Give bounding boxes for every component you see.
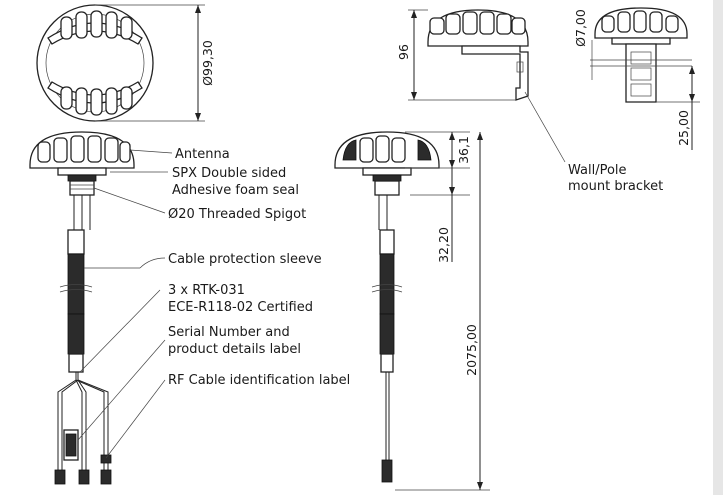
cables-label-line1: 3 x RTK-031 [168, 283, 245, 298]
dome-height-dimension: 36,1 [456, 136, 471, 164]
bracket-label-line2: mount bracket [568, 179, 663, 194]
cable-length-dimension: 2075,00 [464, 324, 479, 376]
top-view: Ø99,30 [36, 4, 215, 122]
antenna-label: Antenna [175, 147, 230, 162]
sleeve-label: Cable protection sleeve [168, 252, 322, 267]
bracket-side-view: 96 [396, 9, 566, 163]
diameter-dimension: Ø99,30 [200, 40, 215, 86]
serial-label-line2: product details label [168, 342, 301, 357]
right-assembly: 36,1 32,20 2075,00 [334, 131, 490, 491]
serial-label-line1: Serial Number and [168, 325, 290, 340]
rf-label: RF Cable identification label [168, 373, 350, 388]
seal-label-line1: SPX Double sided [172, 166, 286, 181]
spigot-length-dimension: 32,20 [436, 227, 451, 263]
spigot-label: Ø20 Threaded Spigot [168, 207, 306, 222]
page-edge-strip [713, 0, 723, 495]
height-dimension: 96 [396, 44, 411, 60]
hole-dimension: Ø7,00 [573, 9, 588, 47]
seal-label-line2: Adhesive foam seal [172, 183, 299, 198]
left-assembly: Antenna SPX Double sided Adhesive foam s… [29, 131, 350, 485]
cables-label-line2: ECE-R118-02 Certified [168, 300, 313, 315]
bracket-label-line1: Wall/Pole [568, 163, 627, 178]
bracket-depth-dimension: 25,00 [676, 110, 691, 146]
bracket-front-view: Ø7,00 25,00 [573, 7, 700, 150]
top-grip-lower [47, 81, 143, 116]
top-grip-upper [47, 10, 143, 45]
